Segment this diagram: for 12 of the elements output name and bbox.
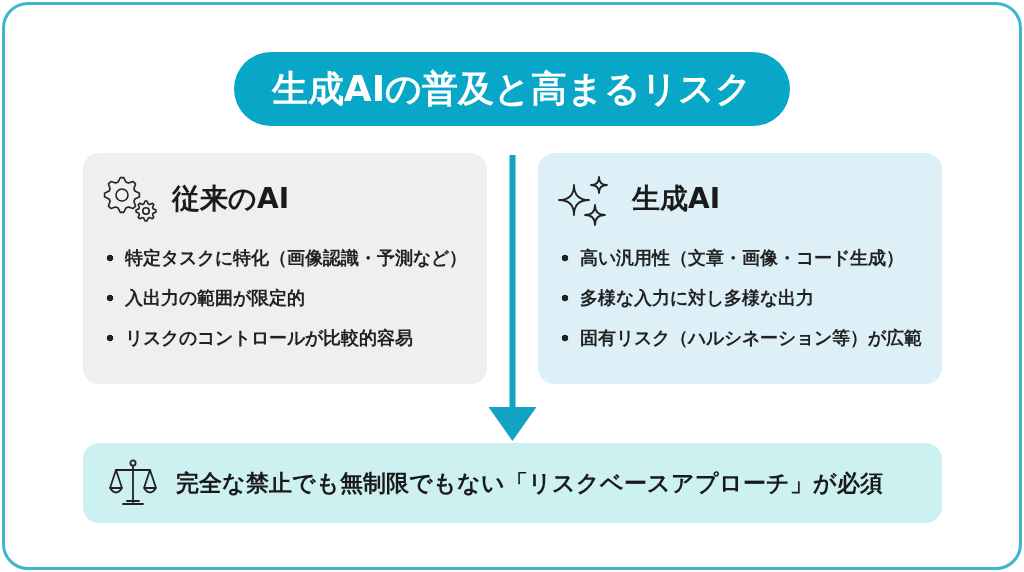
- card-heading: 従来のAI: [172, 182, 290, 216]
- info-card: [538, 153, 942, 384]
- bullet-item: 多様な入力に対し多様な出力: [560, 286, 814, 310]
- arrow: [488, 155, 537, 441]
- bullet-item: リスクのコントロールが比較的容易: [105, 326, 413, 350]
- bullet-item: 固有リスク（ハルシネーション等）が広範: [560, 326, 922, 350]
- conclusion-card: [83, 443, 942, 523]
- title-banner: 生成AIの普及と高まるリスク: [234, 52, 790, 126]
- bullet-item: 入出力の範囲が限定的: [105, 286, 305, 310]
- conclusion-text: 完全な禁止でも無制限でもない「リスクベースアプローチ」が必須: [176, 469, 883, 498]
- card-heading: 生成AI: [632, 182, 721, 216]
- info-card: [83, 153, 487, 384]
